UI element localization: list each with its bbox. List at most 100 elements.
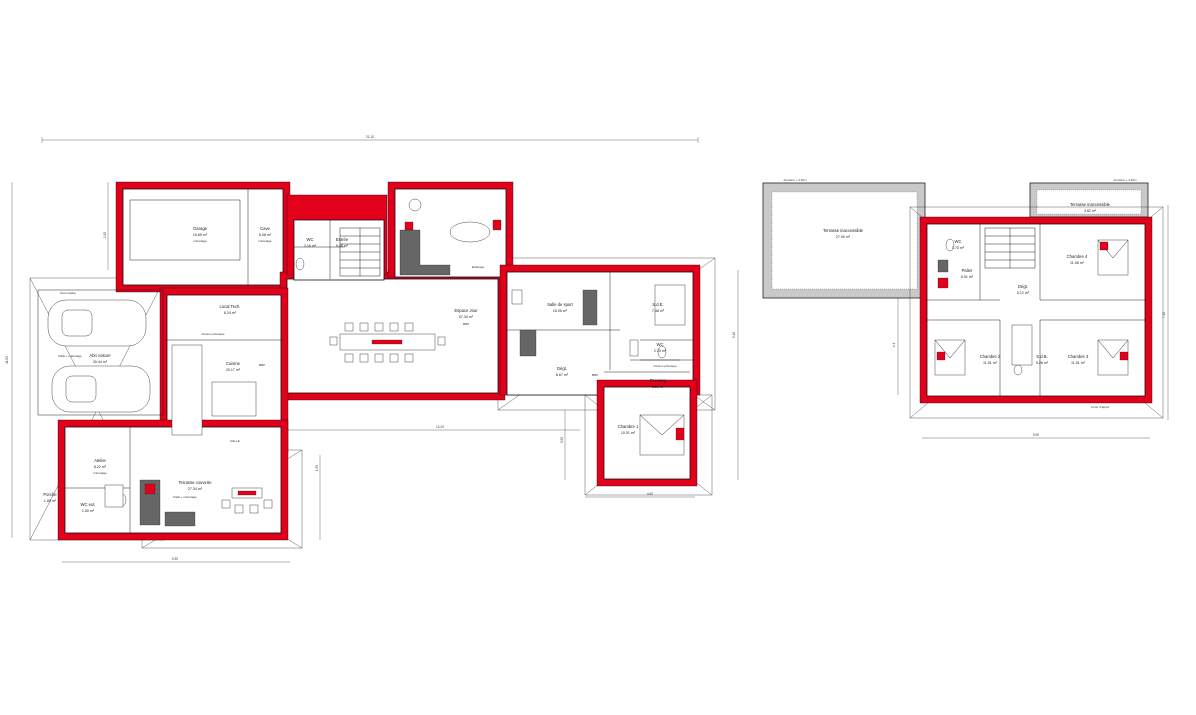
room-atelier: Atelier 8.22 m² Carrelage xyxy=(93,458,107,475)
dim-left-height: 11.03 xyxy=(5,356,9,364)
svg-text:MBP: MBP xyxy=(463,322,470,326)
svg-text:Salle de sport: Salle de sport xyxy=(547,302,573,307)
svg-text:11.08 m²: 11.08 m² xyxy=(1070,261,1085,265)
svg-text:10.01 m²: 10.01 m² xyxy=(621,431,636,435)
svg-text:6.91 m²: 6.91 m² xyxy=(961,275,974,279)
svg-text:6.67 m²: 6.67 m² xyxy=(556,373,569,377)
svg-text:Espace Jour: Espace Jour xyxy=(454,308,478,313)
svg-text:Dégt.: Dégt. xyxy=(1018,284,1028,289)
svg-text:MBP: MBP xyxy=(592,373,599,377)
svg-text:Terrasse couverte: Terrasse couverte xyxy=(178,480,212,485)
svg-text:Dalle + Carrelage: Dalle + Carrelage xyxy=(58,354,82,358)
svg-text:Chambre 1: Chambre 1 xyxy=(618,424,639,429)
svg-text:Cuisine: Cuisine xyxy=(226,361,241,366)
dim-wing: 4.60 xyxy=(647,492,653,496)
svg-text:Cave: Cave xyxy=(260,226,270,231)
dim-right: 5.40 xyxy=(732,332,736,338)
room-entree: Entrée 5.48 m² xyxy=(336,237,349,248)
svg-text:11.51 m²: 11.51 m² xyxy=(1071,361,1086,365)
room-garage: Garage 15.65 m² Carrelage xyxy=(193,226,208,243)
furniture xyxy=(47,198,686,527)
svg-text:5.12 m²: 5.12 m² xyxy=(1017,291,1030,295)
svg-text:5.26 m²: 5.26 m² xyxy=(1036,361,1049,365)
stairs xyxy=(339,227,381,277)
dim-small-a: 2.15 xyxy=(103,232,107,238)
svg-text:Garage: Garage xyxy=(193,226,208,231)
terrace-inaccessible: Acrotère + 3.40m Acrotère + 3.40m xyxy=(762,178,1149,299)
room-chambre4: Chambre 4 11.08 m² xyxy=(1067,254,1088,265)
svg-text:15.05 m²: 15.05 m² xyxy=(553,309,568,313)
room-abri: Abri voiture 30.44 m² Dalle + Carrelage xyxy=(58,353,111,364)
svg-text:1.50 m²: 1.50 m² xyxy=(82,509,95,513)
room-wc1: WC 2.16 m² xyxy=(304,237,317,248)
dim-small-c: 3.50 xyxy=(560,437,564,443)
ground-floor-plan: 21.10 11.03 9.30 12.20 4.60 5.40 2.15 1.… xyxy=(5,135,739,563)
dim-upper-left: 4.1 xyxy=(892,343,896,348)
svg-text:27.34 m²: 27.34 m² xyxy=(188,487,203,491)
svg-text:S.d.E.: S.d.E. xyxy=(652,302,663,307)
svg-text:Atelier: Atelier xyxy=(94,458,106,463)
svg-text:6.08 m²: 6.08 m² xyxy=(259,233,272,237)
ground-floor-labels: Garage 15.65 m² Carrelage Cave 6.08 m² C… xyxy=(43,226,677,513)
room-salle-sport: Salle de sport 15.05 m² xyxy=(547,302,573,313)
room-terrasse: Terrasse couverte 27.34 m² Dalle + Carre… xyxy=(173,480,212,499)
room-espace-jour: Espace Jour 57.34 m² MBP xyxy=(454,308,478,326)
upper-floor-labels: Terrasse inaccessible 27.90 m² Terrasse … xyxy=(823,202,1111,409)
room-terrasse-inaccessible: Terrasse inaccessible 27.90 m² xyxy=(823,228,864,239)
svg-text:Porche: Porche xyxy=(43,492,57,497)
dim-upper-width: 9.90 xyxy=(1033,433,1039,437)
svg-text:WC: WC xyxy=(307,237,314,242)
upper-floor-plan: 9.90 7.10 4.1 Acrotère + 3.40m Acrotère … xyxy=(762,178,1169,439)
room-wc4: WC 1.70 m² xyxy=(952,239,965,250)
svg-text:1.80 m²: 1.80 m² xyxy=(44,499,57,503)
upper-furniture xyxy=(934,227,1129,376)
room-terrasse-inaccessible-2: Terrasse inaccessible 3.82 m² xyxy=(1070,202,1111,213)
svg-text:30.44 m²: 30.44 m² xyxy=(93,360,108,364)
svg-text:Dressing: Dressing xyxy=(650,378,667,383)
svg-text:Dégt.: Dégt. xyxy=(557,366,567,371)
room-local-tech: Local Tech. 8.24 m² xyxy=(219,304,240,315)
dim-lower: 9.30 xyxy=(172,557,178,561)
svg-text:Abri voiture: Abri voiture xyxy=(89,353,111,358)
svg-text:3.82 m²: 3.82 m² xyxy=(1084,209,1097,213)
svg-text:3.50 m²: 3.50 m² xyxy=(652,385,665,389)
dim-corridor: 12.20 xyxy=(436,425,444,429)
svg-text:Palier: Palier xyxy=(962,268,973,273)
svg-text:57.34 m²: 57.34 m² xyxy=(459,315,474,319)
note-cloison: Cloison phonique xyxy=(201,332,225,336)
svg-text:27.90 m²: 27.90 m² xyxy=(836,235,851,239)
room-chambre2: Chambre 2 11.51 m² xyxy=(980,354,1001,365)
svg-text:15.65 m²: 15.65 m² xyxy=(193,233,208,237)
room-sdb: S.d.B. 5.26 m² xyxy=(1036,354,1049,365)
svg-text:1.70 m²: 1.70 m² xyxy=(952,246,965,250)
svg-text:20.17 m²: 20.17 m² xyxy=(226,368,241,372)
svg-text:8.24 m²: 8.24 m² xyxy=(224,311,237,315)
svg-text:Terrasse inaccessible: Terrasse inaccessible xyxy=(823,228,864,233)
room-cave: Cave 6.08 m² Carrelage xyxy=(258,226,272,243)
note-cons: Cons. d'appui xyxy=(1091,405,1110,409)
dim-upper-right: 7.10 xyxy=(1162,312,1166,318)
svg-text:11.51 m²: 11.51 m² xyxy=(983,361,998,365)
room-chambre3: Chambre 3 11.51 m² xyxy=(1068,354,1089,365)
room-dgt: Dégt. 6.67 m² MBP xyxy=(556,366,598,377)
note-eclairage: Eclairage xyxy=(472,265,485,269)
svg-text:7.48 m²: 7.48 m² xyxy=(652,309,665,313)
svg-text:WC: WC xyxy=(657,342,664,347)
svg-text:Local Tech.: Local Tech. xyxy=(219,304,240,309)
svg-text:Chambre 2: Chambre 2 xyxy=(980,354,1001,359)
svg-text:Chambre 4: Chambre 4 xyxy=(1067,254,1088,259)
svg-text:2.16 m²: 2.16 m² xyxy=(304,244,317,248)
room-palier: Palier 6.91 m² xyxy=(961,268,974,279)
svg-text:5.48 m²: 5.48 m² xyxy=(336,244,349,248)
svg-text:Carrelage: Carrelage xyxy=(193,239,207,243)
svg-text:8.22 m²: 8.22 m² xyxy=(94,465,107,469)
room-cuisine: Cuisine 20.17 m² MBP xyxy=(226,361,265,372)
svg-text:Dalle + Carrelage: Dalle + Carrelage xyxy=(173,495,197,499)
svg-text:Entrée: Entrée xyxy=(336,237,349,242)
dim-small-b: 1.55 xyxy=(315,465,319,471)
room-chambre1: Chambre 1 10.01 m² xyxy=(618,424,639,435)
dim-overall: 21.10 xyxy=(366,135,374,139)
svg-text:Carrelage: Carrelage xyxy=(93,471,107,475)
room-dressing: Dressing 3.50 m² xyxy=(650,378,667,389)
